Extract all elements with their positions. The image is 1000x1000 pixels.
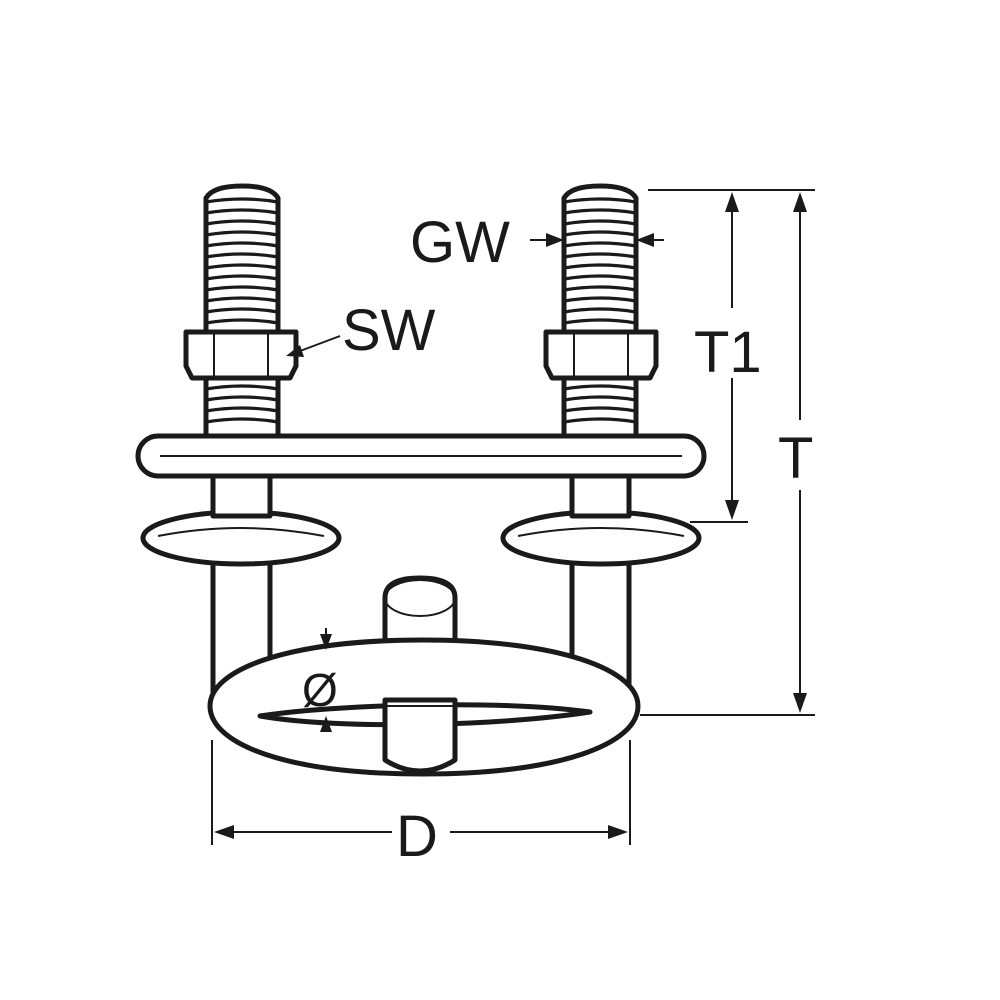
thread-ridge	[204, 252, 280, 259]
thread-ridge	[562, 230, 638, 237]
thread-ridge	[204, 274, 280, 281]
thread-ridge	[562, 252, 638, 259]
label-gw: GW	[410, 210, 510, 275]
thread-ridge	[562, 384, 638, 391]
thread-ridge	[204, 296, 280, 303]
right-threaded-rod	[561, 183, 639, 443]
label-d-background	[392, 800, 450, 864]
thread-ridge	[562, 307, 638, 314]
left-threaded-rod	[203, 183, 281, 443]
thread-ridge	[204, 263, 280, 270]
label-sw: SW	[342, 298, 436, 363]
right-washer	[500, 509, 702, 567]
thread-ridge	[562, 263, 638, 270]
thread-ridge	[562, 285, 638, 292]
label-d: D	[396, 804, 438, 869]
thread-ridge	[204, 285, 280, 292]
label-t: T	[778, 426, 813, 491]
thread-ridge	[562, 274, 638, 281]
thread-ridge	[204, 307, 280, 314]
thread-ridge	[204, 417, 280, 424]
thread-ridge	[562, 241, 638, 248]
thread-ridge	[562, 318, 638, 325]
label-t1: T1	[694, 320, 762, 385]
thread-ridge	[562, 197, 638, 204]
thread-ridge	[204, 384, 280, 391]
thread-ridge	[562, 219, 638, 226]
thread-ridge	[204, 208, 280, 215]
thread-ridge	[562, 296, 638, 303]
left-hex-nut	[183, 329, 299, 381]
dimension-gw	[530, 233, 664, 247]
oval-ring	[207, 637, 641, 777]
backing-plate	[135, 433, 707, 479]
right-hex-nut	[543, 329, 659, 381]
label-t1-background	[692, 308, 774, 378]
thread-ridge	[204, 395, 280, 402]
label-diameter: Ø	[302, 664, 338, 716]
thread-ridge	[562, 395, 638, 402]
label-t-background	[776, 420, 826, 490]
thread-ridge	[204, 197, 280, 204]
thread-ridge	[204, 219, 280, 226]
thread-ridge	[204, 241, 280, 248]
dimension-diameter	[320, 628, 332, 732]
left-washer	[140, 509, 342, 567]
dimension-sw	[286, 335, 341, 357]
right-shaft	[569, 469, 632, 519]
thread-ridge	[562, 417, 638, 424]
thread-ridge	[204, 230, 280, 237]
thread-ridge	[562, 208, 638, 215]
thread-ridge	[204, 406, 280, 413]
left-shaft	[210, 469, 273, 519]
thread-ridge	[562, 406, 638, 413]
thread-ridge	[204, 318, 280, 325]
